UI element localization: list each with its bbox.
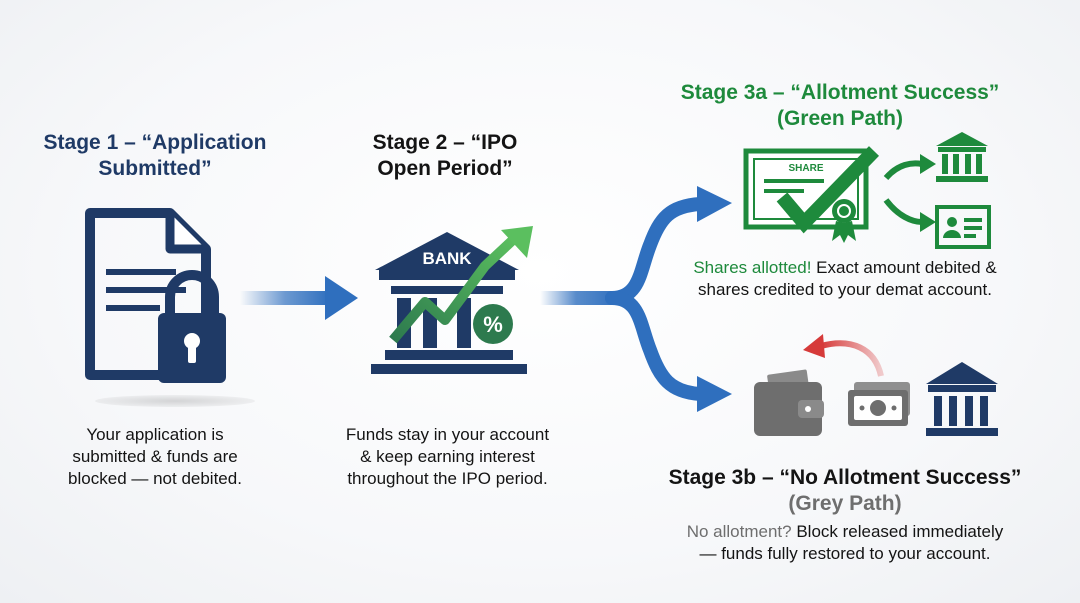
stage3b-subtitle: (Grey Path) bbox=[788, 492, 902, 515]
stage3b-title-block: Stage 3b – “No Allotment Success” (Grey … bbox=[640, 465, 1050, 517]
arrow-stage1-to-stage2 bbox=[240, 276, 358, 320]
demat-card-icon bbox=[935, 205, 991, 249]
padlock-icon bbox=[158, 270, 226, 383]
stage1-title: Stage 1 – “Application Submitted” bbox=[43, 131, 267, 180]
stage3b-highlight: No allotment? bbox=[686, 522, 792, 541]
stage2-title-block: Stage 2 – “IPO Open Period” bbox=[320, 130, 570, 182]
stage2-description-block: Funds stay in your account & keep earnin… bbox=[305, 424, 590, 490]
branch-arrow bbox=[540, 186, 732, 412]
cash-icon bbox=[848, 382, 910, 426]
stage2-title: Stage 2 – “IPO Open Period” bbox=[372, 131, 518, 180]
stage1-shadow bbox=[95, 395, 255, 407]
stage3a-highlight: Shares allotted! bbox=[693, 258, 812, 277]
share-certificate-icon: SHARE bbox=[743, 146, 880, 243]
wallet-icon bbox=[754, 369, 824, 436]
stage1-description-block: Your application is submitted & funds ar… bbox=[20, 424, 290, 490]
bank-label: BANK bbox=[422, 249, 472, 268]
stage1-title-block: Stage 1 – “Application Submitted” bbox=[20, 130, 290, 182]
seal-icon bbox=[832, 199, 856, 243]
stage1-description: Your application is submitted & funds ar… bbox=[68, 425, 242, 488]
bank-icon bbox=[936, 132, 988, 182]
stage3b-title: Stage 3b – “No Allotment Success” bbox=[668, 466, 1022, 489]
certificate-label: SHARE bbox=[788, 163, 823, 174]
growth-arrow-icon bbox=[389, 226, 533, 344]
stage3a-title-block: Stage 3a – “Allotment Success” (Green Pa… bbox=[660, 80, 1020, 132]
bank-icon bbox=[926, 362, 998, 436]
percent-badge-icon: % bbox=[473, 304, 513, 344]
bank-icon: % BANK bbox=[371, 226, 533, 374]
stage3a-description: Exact amount debited & shares credited t… bbox=[698, 258, 997, 299]
document-icon bbox=[85, 208, 226, 383]
checkmark-icon bbox=[776, 146, 880, 234]
stage3a-title: Stage 3a – “Allotment Success” (Green Pa… bbox=[680, 81, 1000, 130]
stage2-description: Funds stay in your account & keep earnin… bbox=[345, 425, 550, 488]
stage3b-description: Block released immediately — funds fully… bbox=[699, 522, 1004, 563]
green-split-arrows bbox=[883, 154, 936, 232]
stage3b-description-block: No allotment? Block released immediately… bbox=[640, 521, 1050, 565]
stage3a-description-block: Shares allotted! Exact amount debited & … bbox=[660, 257, 1030, 301]
percent-label: % bbox=[483, 312, 503, 337]
return-arrow-icon bbox=[803, 334, 884, 377]
